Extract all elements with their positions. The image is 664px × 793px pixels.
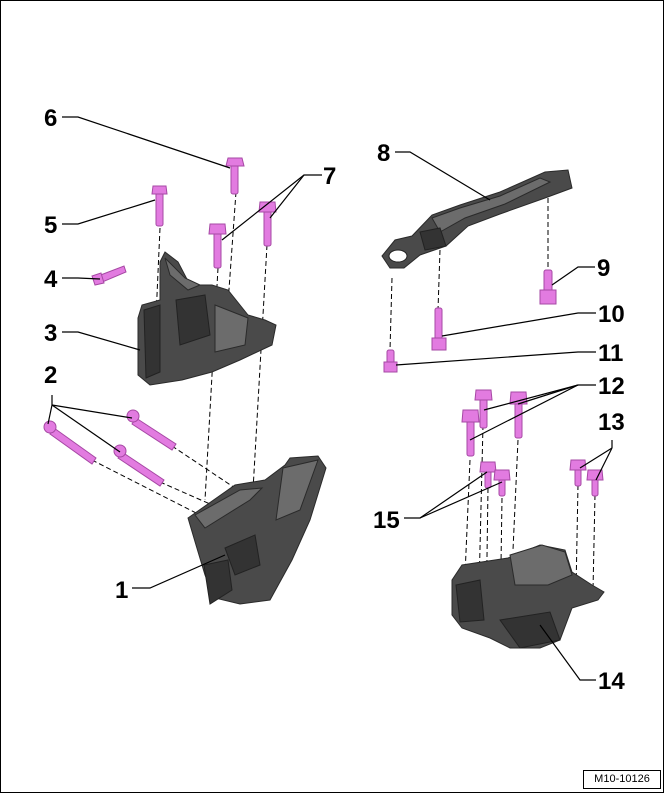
bolt-12b: [474, 389, 493, 429]
callout-1: 1: [115, 577, 128, 604]
bolt-13a: [569, 459, 587, 487]
callout-11: 11: [598, 340, 623, 367]
mount-bracket-part-3: [137, 251, 277, 386]
bolt-9: [539, 269, 557, 305]
bolt-4: [91, 265, 127, 286]
bolt-7b: [258, 201, 277, 247]
callout-9: 9: [597, 255, 610, 282]
bolt-12a: [461, 409, 480, 457]
callout-3: 3: [44, 320, 57, 347]
bolt-5: [151, 185, 168, 227]
callout-4: 4: [44, 266, 58, 293]
callout-7: 7: [323, 163, 336, 190]
bolt-15a: [479, 461, 497, 489]
callout-14: 14: [598, 668, 625, 695]
bolt-12c: [509, 391, 528, 439]
callout-10: 10: [598, 301, 625, 328]
callout-12: 12: [598, 373, 625, 400]
leader-lines: [47, 116, 613, 681]
callout-numbers: 6 7 5 4 3 2 1 8 9 10 11 12 13 15 14: [44, 105, 625, 695]
bolt-6: [225, 157, 245, 195]
bolt-13b: [586, 469, 604, 497]
callout-13: 13: [598, 409, 625, 436]
bracket-body-part-1: [187, 455, 327, 605]
callout-6: 6: [44, 105, 57, 132]
callout-8: 8: [377, 140, 390, 167]
bolt-15b: [493, 469, 511, 497]
bolts: [43, 157, 604, 497]
bolt-10: [431, 307, 447, 351]
lower-mount-part-14: [451, 544, 605, 649]
bolt-2a: [43, 420, 97, 465]
pendulum-support-part-8: [381, 169, 573, 269]
bolt-2c: [113, 444, 165, 487]
callout-15: 15: [373, 507, 400, 534]
callout-2: 2: [44, 362, 57, 389]
callout-5: 5: [44, 212, 57, 239]
bolt-7a: [208, 223, 227, 269]
bolt-11: [383, 349, 398, 373]
reference-code: M10-10126: [583, 770, 661, 789]
bolt-2b: [126, 409, 177, 451]
